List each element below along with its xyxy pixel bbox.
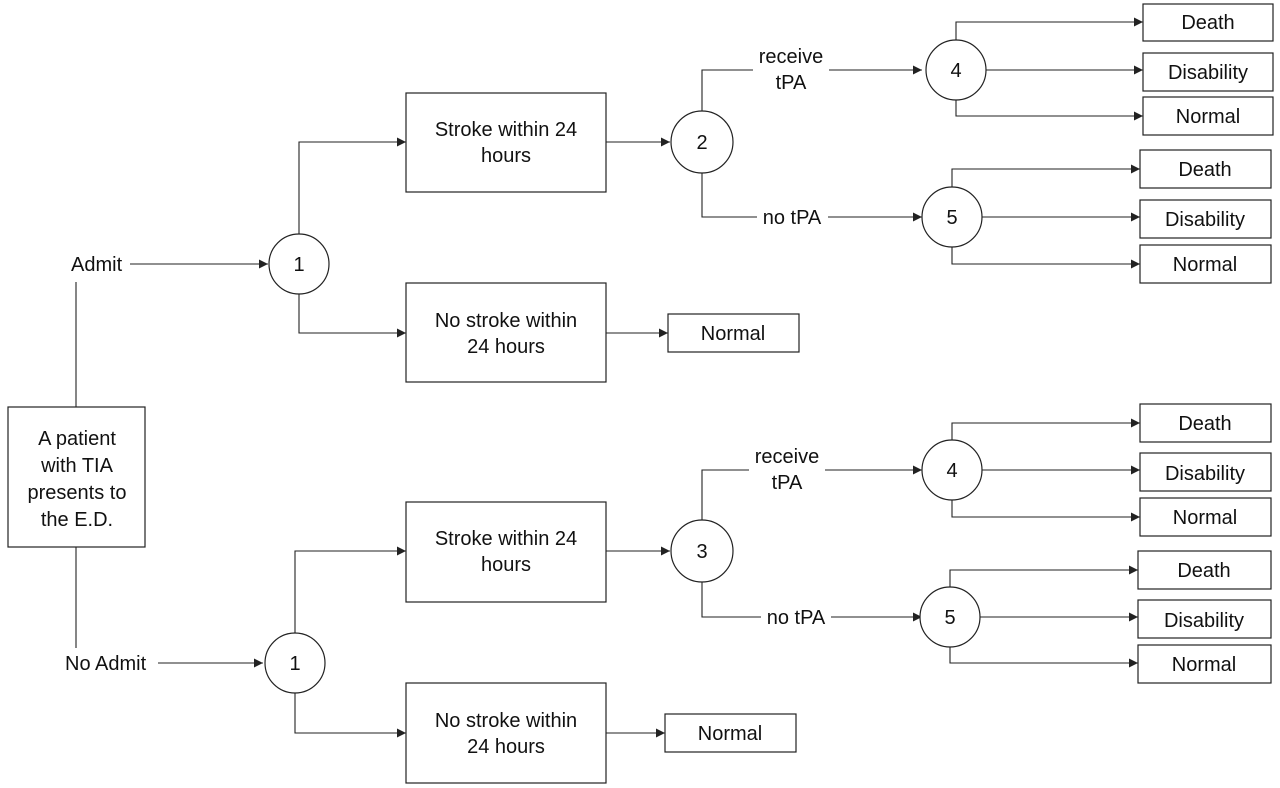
- admit-stroke-line-2: hours: [481, 145, 531, 167]
- upper-node5-death-arrow: [951, 164, 1140, 187]
- admit-label: Admit: [71, 254, 123, 276]
- no-admit-label: No Admit: [65, 653, 147, 675]
- node2-no-tpa-line: [701, 173, 757, 218]
- no-admit-no-stroke-box: No stroke within 24 hours: [405, 682, 607, 784]
- admit-tpa-chance-node: 2: [670, 110, 734, 174]
- no-admit-chance-node: 1: [264, 632, 326, 694]
- admit-chance-node-label: 1: [293, 254, 304, 276]
- lower-tpa-normal-box: Normal: [1139, 497, 1272, 537]
- lower-tpa-death-label: Death: [1178, 413, 1231, 435]
- lower-no-tpa-death-label: Death: [1177, 560, 1230, 582]
- no-admit-stroke-arrow: [294, 546, 406, 633]
- admit-no-stroke-line-2: 24 hours: [467, 336, 545, 358]
- upper-tpa-death-box: Death: [1142, 3, 1274, 42]
- lower-tpa-disability-box: Disability: [1139, 452, 1272, 492]
- upper-tpa-disability-box: Disability: [1142, 52, 1274, 92]
- root-line-4: the E.D.: [41, 509, 113, 531]
- upper-no-tpa-normal-box: Normal: [1139, 244, 1272, 284]
- no-admit-no-stroke-normal-label: Normal: [698, 723, 762, 745]
- upper-no-tpa-outcome-node-label: 5: [946, 207, 957, 229]
- upper-node4-death-arrow: [955, 17, 1143, 40]
- upper-no-tpa-normal-label: Normal: [1173, 254, 1237, 276]
- lower-no-tpa-disability-box: Disability: [1137, 599, 1272, 639]
- upper-node5-normal-arrow: [951, 247, 1140, 269]
- upper-tpa-disability-label: Disability: [1168, 62, 1248, 84]
- no-admit-no-stroke-arrow: [294, 693, 406, 738]
- upper-tpa-normal-box: Normal: [1142, 96, 1274, 136]
- no-admit-stroke-line-1: Stroke within 24: [435, 528, 577, 550]
- lower-node4-death-arrow: [951, 418, 1140, 440]
- upper-no-tpa-death-box: Death: [1139, 149, 1272, 189]
- admit-stroke-arrow: [298, 137, 406, 234]
- lower-node4-normal-arrow: [951, 500, 1140, 522]
- lower-node5-normal-arrow: [949, 647, 1138, 668]
- upper-receive-tpa-label-line-2: tPA: [776, 72, 807, 94]
- lower-no-tpa-disability-label: Disability: [1164, 610, 1244, 632]
- lower-no-tpa-outcome-node-label: 5: [944, 607, 955, 629]
- lower-tpa-disability-label: Disability: [1165, 463, 1245, 485]
- upper-node4-normal-arrow: [955, 100, 1143, 121]
- admit-no-stroke-arrow: [298, 294, 406, 338]
- upper-tpa-death-label: Death: [1181, 12, 1234, 34]
- node2-receive-tpa-line: [701, 69, 753, 111]
- lower-no-tpa-outcome-node: 5: [919, 586, 981, 648]
- lower-no-tpa-label: no tPA: [767, 607, 826, 629]
- lower-node5-death-arrow: [949, 565, 1138, 587]
- no-admit-tpa-chance-node-label: 3: [696, 541, 707, 563]
- upper-no-tpa-outcome-node: 5: [921, 186, 983, 248]
- admit-stroke-line-1: Stroke within 24: [435, 119, 577, 141]
- no-admit-no-stroke-line-2: 24 hours: [467, 736, 545, 758]
- no-admit-tpa-chance-node: 3: [670, 519, 734, 583]
- admit-no-stroke-normal-box: Normal: [667, 313, 800, 353]
- lower-no-tpa-normal-label: Normal: [1172, 654, 1236, 676]
- lower-receive-tpa-label-line-1: receive: [755, 446, 819, 468]
- connectors: [75, 17, 1143, 738]
- upper-tpa-outcome-node-label: 4: [950, 60, 961, 82]
- root-line-1: A patient: [38, 428, 116, 450]
- admit-chance-node: 1: [268, 233, 330, 295]
- no-admit-no-stroke-line-1: No stroke within: [435, 710, 577, 732]
- no-admit-stroke-line-2: hours: [481, 554, 531, 576]
- no-admit-chance-node-label: 1: [289, 653, 300, 675]
- admit-no-stroke-line-1: No stroke within: [435, 310, 577, 332]
- no-admit-no-stroke-normal-box: Normal: [664, 713, 797, 753]
- no-admit-stroke-box: Stroke within 24 hours: [405, 501, 607, 603]
- root-line-3: presents to: [28, 482, 127, 504]
- admit-no-stroke-box: No stroke within 24 hours: [405, 282, 607, 383]
- lower-tpa-normal-label: Normal: [1173, 507, 1237, 529]
- upper-no-tpa-death-label: Death: [1178, 159, 1231, 181]
- lower-no-tpa-normal-box: Normal: [1137, 644, 1272, 684]
- lower-tpa-death-box: Death: [1139, 403, 1272, 443]
- admit-tpa-chance-node-label: 2: [696, 132, 707, 154]
- root-line-2: with TIA: [40, 455, 114, 477]
- root-box: A patient with TIA presents to the E.D.: [7, 406, 146, 548]
- upper-no-tpa-disability-box: Disability: [1139, 199, 1272, 239]
- upper-no-tpa-label: no tPA: [763, 207, 822, 229]
- lower-receive-tpa-label-line-2: tPA: [772, 472, 803, 494]
- lower-tpa-outcome-node: 4: [921, 439, 983, 501]
- admit-stroke-box: Stroke within 24 hours: [405, 92, 607, 193]
- admit-no-stroke-normal-label: Normal: [701, 323, 765, 345]
- node3-receive-tpa-line: [701, 469, 749, 520]
- upper-no-tpa-disability-label: Disability: [1165, 209, 1245, 231]
- upper-tpa-normal-label: Normal: [1176, 106, 1240, 128]
- lower-no-tpa-death-box: Death: [1137, 550, 1272, 590]
- node3-no-tpa-line: [701, 582, 761, 618]
- upper-tpa-outcome-node: 4: [925, 39, 987, 101]
- lower-tpa-outcome-node-label: 4: [946, 460, 957, 482]
- upper-receive-tpa-label-line-1: receive: [759, 46, 823, 68]
